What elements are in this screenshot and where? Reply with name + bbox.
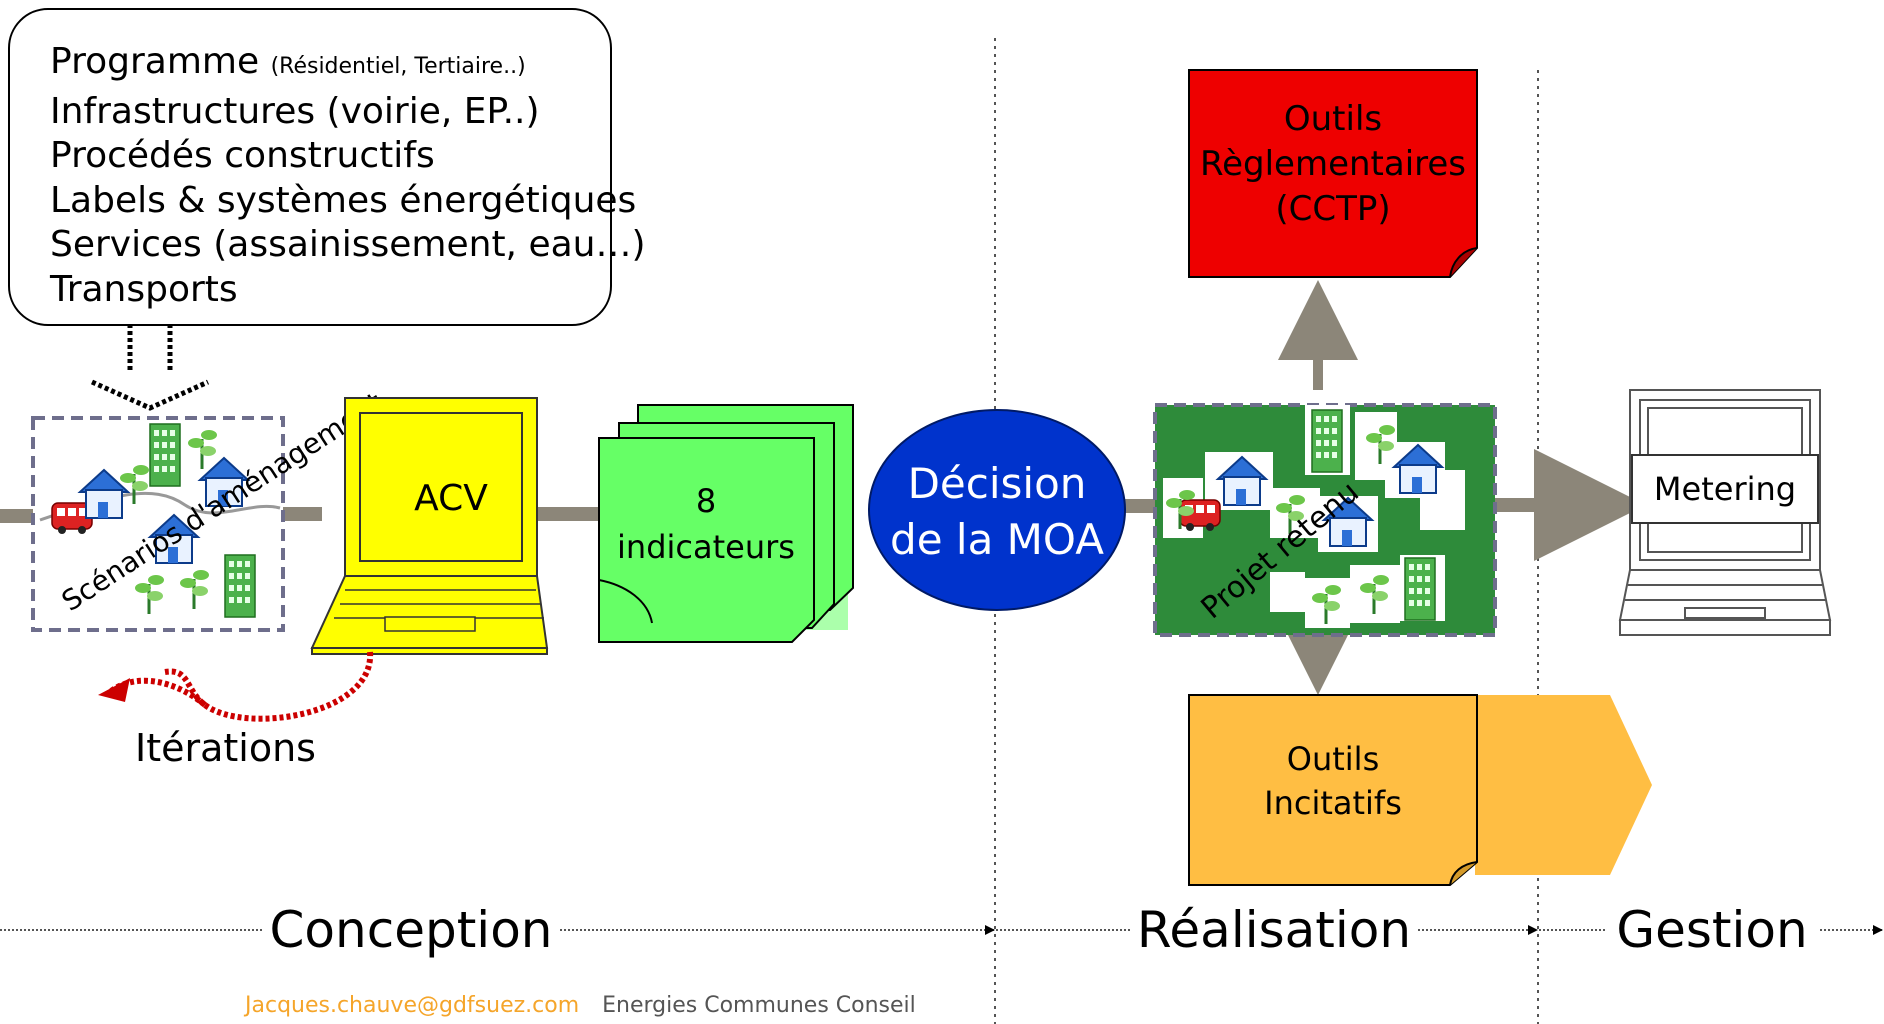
programme-box: Programme (Résidentiel, Tertiaire..) Inf… bbox=[8, 8, 646, 326]
programme-item: Transports bbox=[50, 268, 238, 310]
building-icon bbox=[149, 423, 181, 487]
incitatifs-chevron bbox=[1475, 695, 1652, 875]
programme-item: Services (assainissement, eau…) bbox=[50, 224, 646, 265]
projet-box bbox=[1153, 403, 1497, 637]
indicators-line1: 8 bbox=[696, 482, 716, 520]
building-icon bbox=[224, 554, 256, 618]
scenarios-box bbox=[31, 416, 285, 632]
metering-label: Metering bbox=[1654, 470, 1796, 508]
reglementaires-line3: (CCTP) bbox=[1275, 189, 1390, 229]
acv-laptop bbox=[310, 397, 549, 655]
phase-realisation: Réalisation bbox=[1137, 901, 1411, 959]
reglementaires-note-fold bbox=[1449, 247, 1478, 278]
footer: Jacques.chauve@gdfsuez.com Energies Comm… bbox=[245, 993, 916, 1018]
indicators-stack bbox=[598, 404, 854, 643]
iterations-arrow bbox=[98, 651, 374, 722]
indicators-line2: indicateurs bbox=[617, 528, 795, 566]
incitatifs-note-fold bbox=[1449, 861, 1478, 886]
phase-conception: Conception bbox=[270, 901, 553, 959]
programme-title-item: Programme (Résidentiel, Tertiaire..) bbox=[50, 40, 646, 90]
phase-gestion: Gestion bbox=[1616, 901, 1807, 959]
programme-dotted-arrowhead bbox=[90, 379, 210, 411]
building-icon bbox=[1404, 557, 1436, 621]
iterations-label: Itérations bbox=[135, 726, 316, 770]
footer-email: Jacques.chauve@gdfsuez.com bbox=[245, 993, 580, 1018]
programme-title-note: (Résidentiel, Tertiaire..) bbox=[270, 54, 526, 79]
decision-line2: de la MOA bbox=[890, 515, 1104, 564]
programme-item: Infrastructures (voirie, EP..) bbox=[50, 90, 540, 132]
incitatifs-line1: Outils bbox=[1287, 740, 1379, 778]
programme-item: Labels & systèmes énergétiques bbox=[50, 179, 637, 221]
building-icon bbox=[1311, 409, 1343, 473]
programme-title: Programme bbox=[50, 41, 260, 82]
programme-list: Programme (Résidentiel, Tertiaire..) Inf… bbox=[50, 40, 646, 312]
reglementaires-line2: Règlementaires bbox=[1200, 144, 1466, 184]
footer-org: Energies Communes Conseil bbox=[602, 993, 916, 1018]
programme-item: Procédés constructifs bbox=[50, 135, 435, 176]
decision-ellipse bbox=[868, 409, 1126, 611]
reglementaires-line1: Outils bbox=[1284, 99, 1382, 139]
decision-line1: Décision bbox=[908, 459, 1087, 508]
incitatifs-line2: Incitatifs bbox=[1264, 784, 1402, 822]
acv-label: ACV bbox=[414, 478, 488, 519]
metering-label-box bbox=[1631, 454, 1819, 524]
